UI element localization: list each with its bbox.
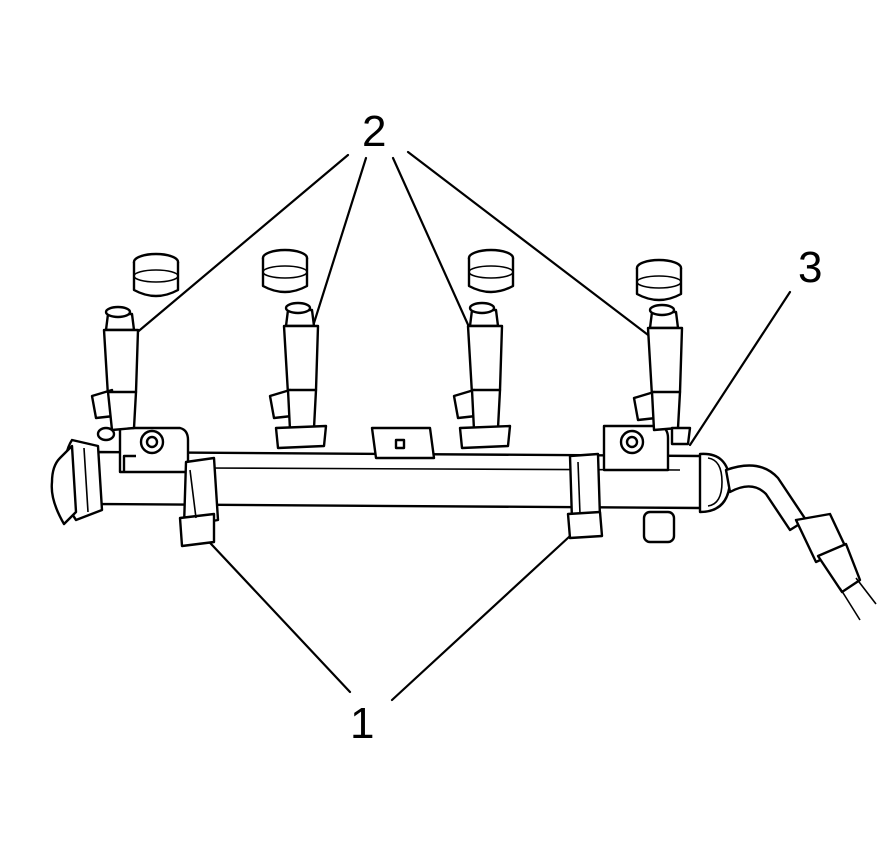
leader-2-injector-2: [306, 156, 368, 344]
rail-end-plug: [642, 510, 676, 544]
leader-lines: [126, 150, 792, 702]
injector-cap-4: [635, 258, 683, 302]
leader-2-injector-3: [391, 156, 476, 340]
fuel-injector-3: [452, 301, 512, 450]
leader-1-clip-left: [196, 528, 352, 694]
mounting-bracket-right: [602, 424, 670, 472]
fuel-rail: [50, 438, 732, 526]
retaining-clip-right: [566, 452, 604, 540]
leader-1-clip-right: [390, 523, 584, 702]
mounting-bracket-left: [118, 426, 190, 474]
injector-cap-3: [467, 248, 515, 294]
injector-cap-2: [261, 248, 309, 294]
fuel-injector-1: [90, 305, 140, 442]
injector-caps: [132, 248, 683, 302]
fuel-feed-hose: [724, 464, 877, 621]
leader-2-injector-4: [406, 150, 662, 346]
fuel-injector-4: [632, 303, 692, 446]
callout-3: 3: [798, 243, 822, 292]
callout-1: 1: [350, 699, 374, 748]
leader-3-fuel-rail: [688, 290, 792, 447]
injector-cap-1: [132, 252, 180, 298]
leader-2-injector-1: [126, 153, 350, 342]
center-bracket: [370, 426, 436, 460]
fuel-injector-2: [268, 301, 328, 450]
callout-2: 2: [362, 107, 386, 156]
retaining-clip-left: [178, 456, 220, 548]
